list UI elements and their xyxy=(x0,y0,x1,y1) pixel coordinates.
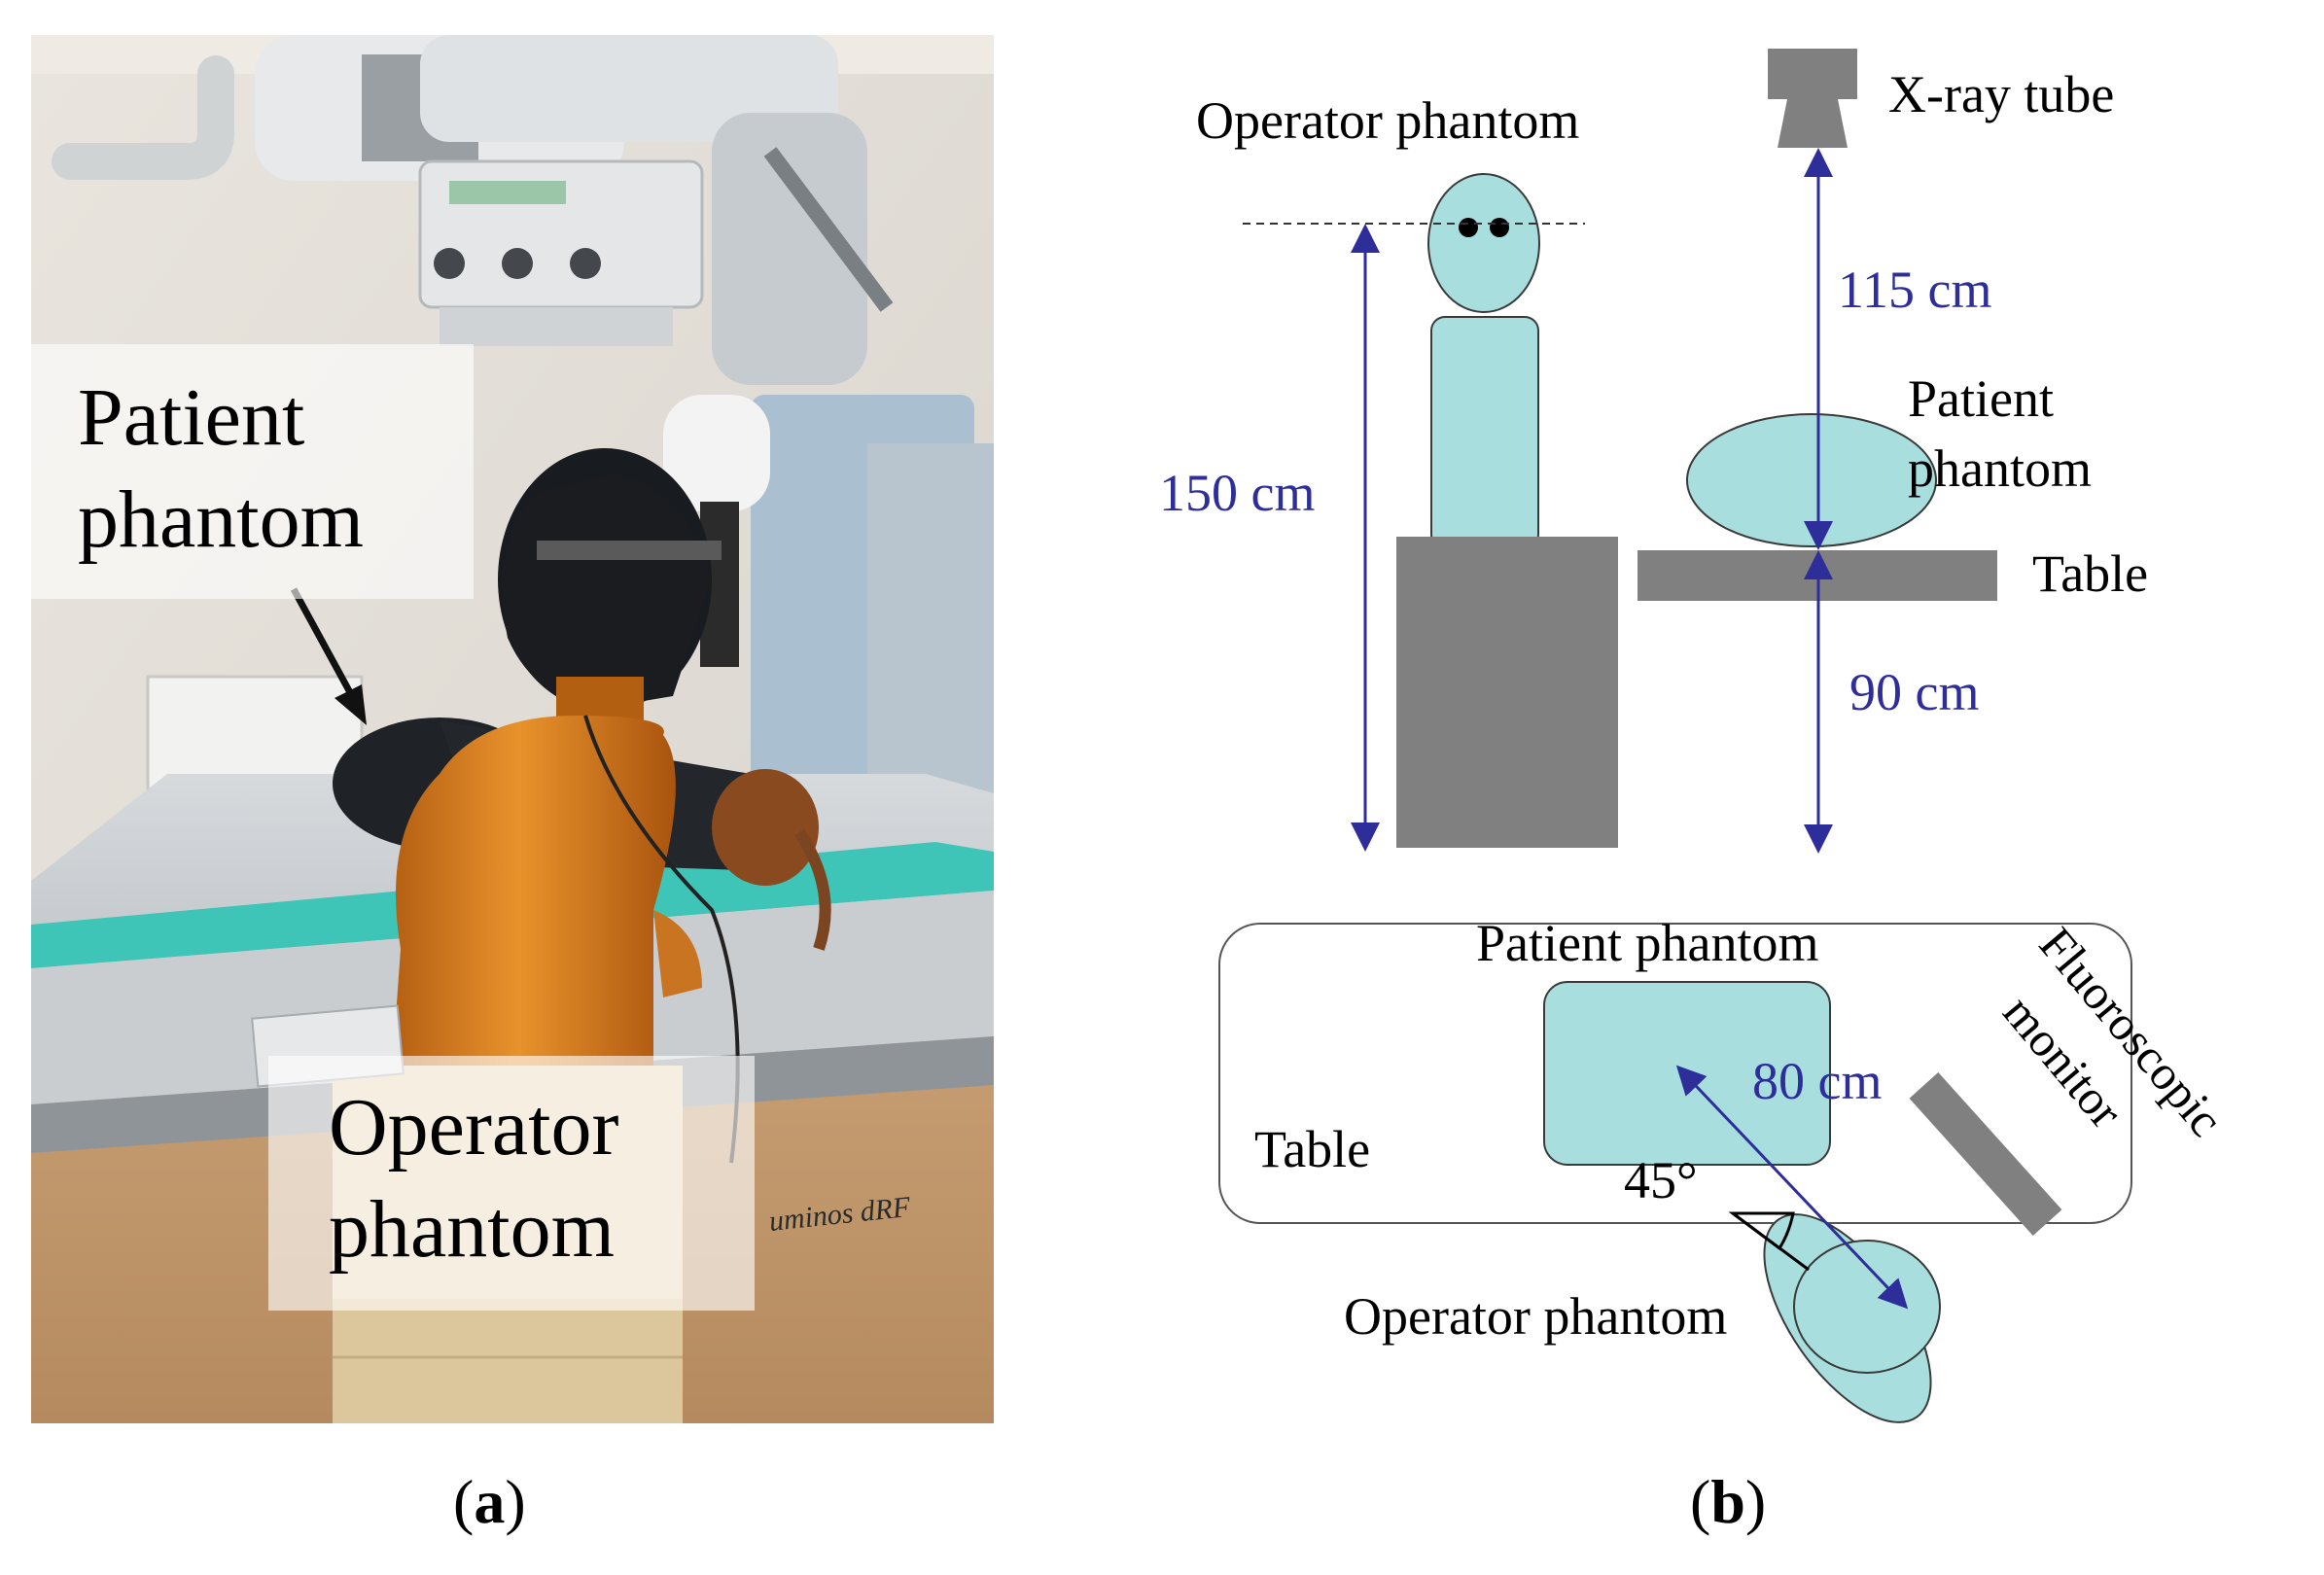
xray-tube xyxy=(1768,49,1857,148)
patient-label-line2: phantom xyxy=(78,474,364,565)
patient-label-line1: Patient xyxy=(78,372,305,463)
patient-phantom-side xyxy=(1686,413,1937,547)
operator-head xyxy=(1427,173,1540,313)
caption-b-letter: b xyxy=(1710,1467,1745,1536)
schematic-diagram: Operator phantom X-ray tube 150 cm Patie… xyxy=(1159,49,2234,1423)
patient-label-box xyxy=(31,344,474,599)
diagram-panel-b: Operator phantom X-ray tube 150 cm Patie… xyxy=(1118,19,2324,1439)
caption-a: (a) xyxy=(453,1467,526,1536)
side-table-label: Table xyxy=(2032,544,2148,603)
fluoroscopic-monitor xyxy=(1909,1072,2062,1236)
operator-head-top xyxy=(1793,1240,1941,1374)
dimension-80 xyxy=(1675,1065,1909,1310)
operator-eye xyxy=(1490,218,1509,237)
side-patient-label-line1: Patient xyxy=(1908,369,2054,428)
operator-eye xyxy=(1459,218,1478,237)
side-operator-label: Operator phantom xyxy=(1196,91,1579,150)
operator-stand xyxy=(1396,537,1618,848)
photo-illustration: uminos dRF xyxy=(31,35,994,1423)
operator-body xyxy=(1430,316,1539,549)
dimension-115-label: 115 cm xyxy=(1838,261,1991,319)
dimension-90-label: 90 cm xyxy=(1849,663,1979,721)
top-operator-label: Operator phantom xyxy=(1344,1287,1727,1346)
top-patient-label: Patient phantom xyxy=(1476,914,1818,972)
operator-label-box xyxy=(268,1056,755,1311)
operator-label-line1: Operator xyxy=(329,1082,619,1172)
caption-b: (b) xyxy=(1690,1467,1767,1536)
dimension-80-label: 80 cm xyxy=(1752,1052,1882,1110)
xray-tube-label: X-ray tube xyxy=(1888,65,2114,123)
photo-panel-a: uminos dRF xyxy=(31,35,994,1423)
caption-a-letter: a xyxy=(474,1467,506,1536)
angle-label: 45° xyxy=(1624,1151,1698,1209)
dimension-150-label: 150 cm xyxy=(1159,464,1315,522)
operator-label-line2: phantom xyxy=(329,1184,615,1275)
top-table-label: Table xyxy=(1254,1120,1370,1178)
side-patient-label-line2: phantom xyxy=(1908,439,2092,498)
